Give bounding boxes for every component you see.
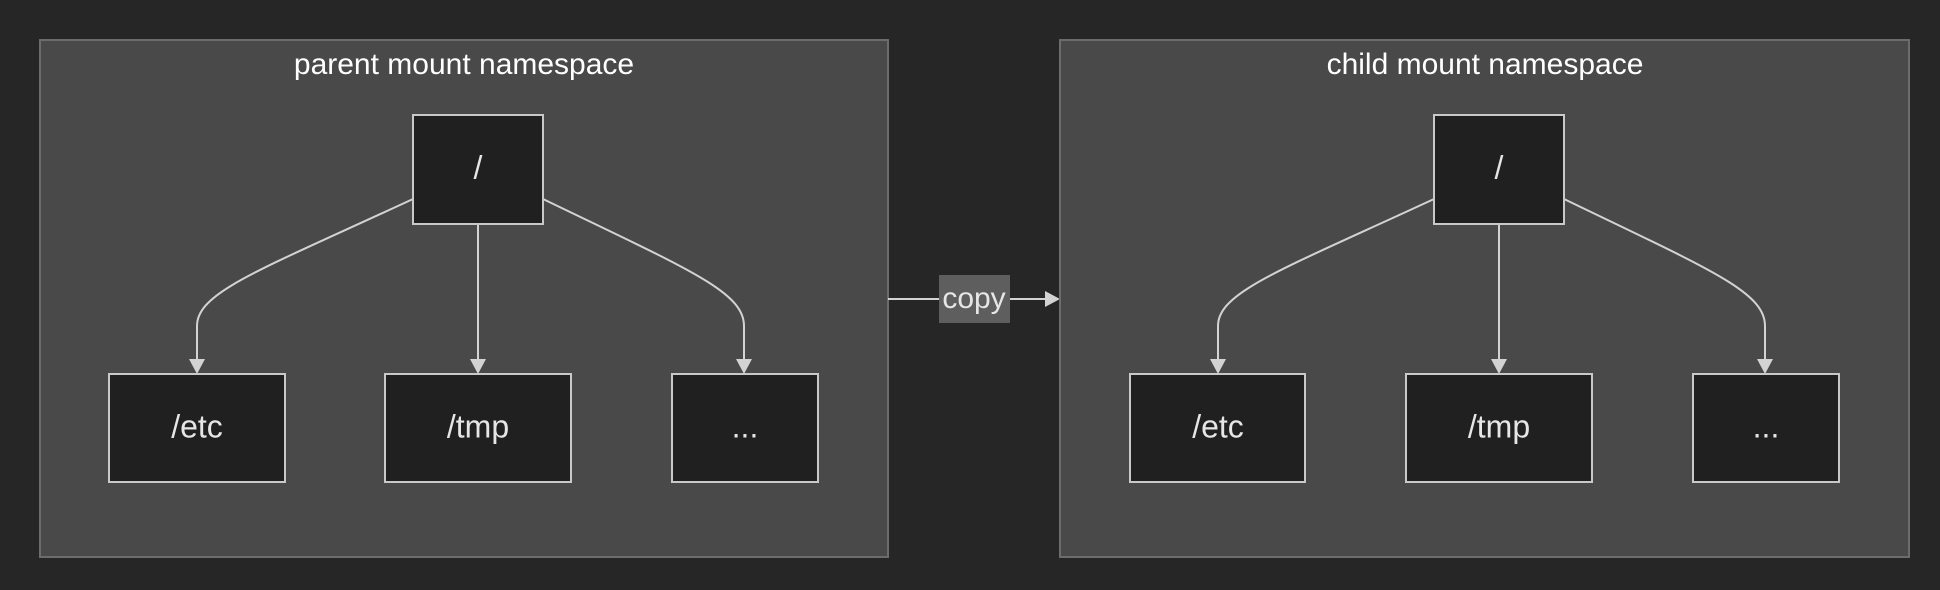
parent-namespace-cluster: parent mount namespace / /etc /tmp ... — [39, 39, 889, 558]
child-namespace-title: child mount namespace — [1327, 48, 1644, 81]
parent-etc-label: /etc — [171, 408, 223, 444]
copy-arrowhead — [1045, 291, 1060, 307]
child-tmp-label: /tmp — [1468, 408, 1530, 444]
child-root-label: / — [1495, 149, 1504, 185]
child-edge-root-more — [1563, 198, 1766, 360]
parent-tmp-label: /tmp — [447, 408, 509, 444]
child-node-tmp: /tmp — [1405, 373, 1593, 483]
child-node-more: ... — [1692, 373, 1840, 483]
parent-root-label: / — [474, 149, 483, 185]
child-more-label: ... — [1753, 408, 1780, 444]
child-node-etc: /etc — [1129, 373, 1306, 483]
copy-edge: copy — [888, 275, 1060, 323]
child-namespace-cluster: child mount namespace / /etc /tmp ... — [1059, 39, 1910, 558]
copy-label: copy — [942, 282, 1005, 315]
child-edge-root-etc — [1217, 198, 1435, 360]
copy-label-background — [939, 275, 1010, 323]
parent-node-etc: /etc — [108, 373, 286, 483]
parent-arrowhead-etc — [189, 359, 205, 374]
parent-root-node: / — [412, 114, 544, 225]
child-arrowhead-tmp — [1491, 359, 1507, 374]
parent-arrowhead-tmp — [470, 359, 486, 374]
parent-edge-root-more — [542, 198, 745, 360]
child-etc-label: /etc — [1192, 408, 1244, 444]
parent-more-label: ... — [732, 408, 759, 444]
parent-node-tmp: /tmp — [384, 373, 572, 483]
child-arrowhead-etc — [1210, 359, 1226, 374]
parent-namespace-title: parent mount namespace — [294, 48, 634, 81]
parent-edge-root-etc — [196, 198, 414, 360]
parent-arrowhead-more — [736, 359, 752, 374]
child-arrowhead-more — [1757, 359, 1773, 374]
child-root-node: / — [1433, 114, 1565, 225]
parent-node-more: ... — [671, 373, 819, 483]
